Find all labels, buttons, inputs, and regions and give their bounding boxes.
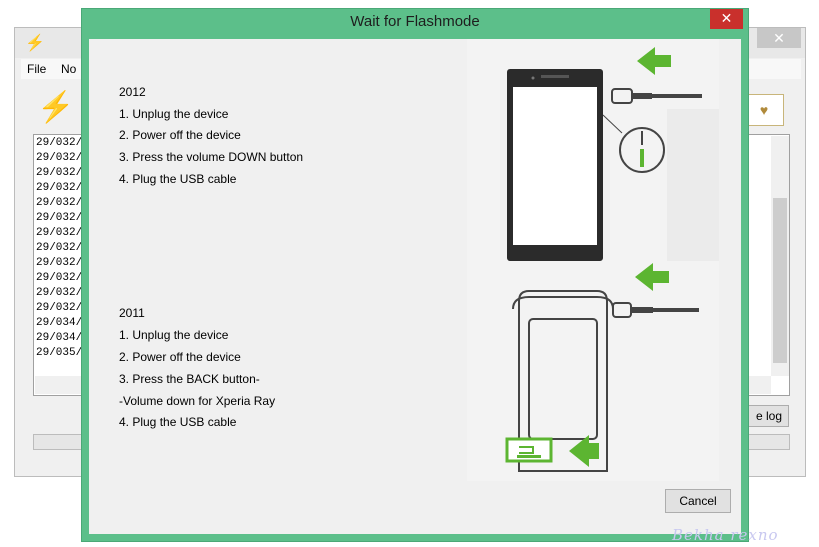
log-line: 29/032/2 (36, 212, 89, 224)
log-scroll-thumb[interactable] (773, 198, 787, 363)
step-2011-3b: -Volume down for Xperia Ray (119, 394, 276, 408)
log-line: 29/034/2 (36, 332, 89, 344)
arrow-left-icon (637, 47, 671, 75)
donate-heart-button[interactable]: ♥ (744, 94, 784, 126)
menu-no[interactable]: No (61, 62, 77, 76)
log-line: 29/032/2 (36, 167, 89, 179)
step-2012-3: 3. Press the volume DOWN button (119, 150, 304, 164)
step-2011-1: 1. Unplug the device (119, 328, 229, 342)
step-2012-1: 1. Unplug the device (119, 107, 229, 121)
section-2011-year: 2011 (119, 306, 145, 320)
back-key-icon (519, 446, 534, 454)
dialog-title: Wait for Flashmode (350, 13, 480, 30)
log-line: 29/035/2 (36, 347, 89, 359)
step-2012-2: 2. Power off the device (119, 128, 241, 142)
step-2012-4: 4. Plug the USB cable (119, 172, 237, 186)
xperia-2011-diagram (467, 261, 719, 481)
heart-icon: ♥ (759, 102, 769, 118)
dialog-content: 2012 1. Unplug the device 2. Power off t… (89, 39, 741, 534)
log-line: 29/032/2 (36, 152, 89, 164)
app-lightning-icon: ⚡ (25, 35, 45, 52)
main-close-button[interactable]: ✕ (757, 28, 801, 48)
log-line: 29/032/2 (36, 272, 89, 284)
flash-toolbar-icon[interactable]: ⚡ (37, 91, 75, 124)
log-line: 29/032/2 (36, 242, 89, 254)
illustration-2011-phone (467, 261, 719, 481)
log-line: 29/032/2 (36, 257, 89, 269)
save-log-button[interactable]: e log (743, 405, 789, 427)
log-line: 29/032/2 (36, 182, 89, 194)
cancel-button[interactable]: Cancel (665, 489, 731, 513)
step-2011-2: 2. Power off the device (119, 350, 241, 364)
flashmode-dialog: Wait for Flashmode ✕ 2012 1. Unplug the … (81, 8, 749, 542)
watermark-text: Bekha rexno (672, 526, 779, 544)
log-line: 29/032/2 (36, 287, 89, 299)
log-line: 29/034/2 (36, 317, 89, 329)
xperia-2012-diagram (467, 39, 719, 261)
step-2011-4: 4. Plug the USB cable (119, 415, 237, 429)
illustration-2012-phone (467, 39, 719, 261)
arrow-left-icon (635, 263, 669, 291)
log-line: 29/032/2 (36, 302, 89, 314)
menu-file[interactable]: File (27, 62, 47, 76)
dialog-close-button[interactable]: ✕ (710, 9, 743, 29)
log-line: 29/032/2 (36, 137, 89, 149)
step-2011-3: 3. Press the BACK button- (119, 372, 260, 386)
section-2012-year: 2012 (119, 85, 146, 99)
log-line: 29/032/2 (36, 197, 89, 209)
log-line: 29/032/2 (36, 227, 89, 239)
